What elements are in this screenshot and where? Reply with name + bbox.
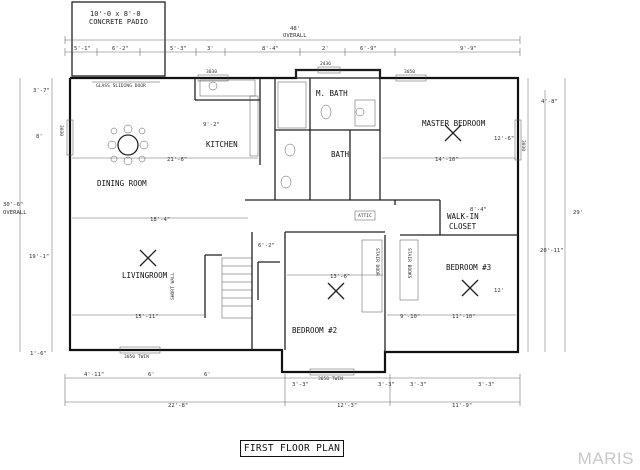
bottom-outer-3: 11'-9" (452, 403, 472, 409)
bottom-dim-3: 6' (204, 372, 211, 378)
overall-width-dimension: 48' OVERALL (64, 26, 521, 44)
window-kitchen (197, 74, 229, 82)
stair-note-2: STAIR BOOKS (406, 248, 412, 279)
right-dim-4: 20'-11" (540, 248, 564, 254)
bottom-outer-1: 22'-8" (168, 403, 188, 409)
top-dim-7: 6'-9" (360, 46, 377, 52)
room-bath: BATH (331, 150, 350, 159)
watermark-logo: MARIS (577, 449, 634, 468)
window-living-twin-label: 3050 TWIN (124, 354, 149, 360)
room-closet: CLOSET (449, 222, 477, 231)
patio-size-label: 10'-0 x 8'-0 (90, 10, 141, 18)
top-dim-4: 3' (207, 46, 214, 52)
left-overall-value: 30'-6" (3, 202, 23, 208)
dim-stair: 6'-2" (258, 243, 275, 249)
room-bedroom-2: BEDROOM #2 (292, 326, 337, 335)
top-dim-8: 9'-9" (460, 46, 477, 52)
room-attic: ATTIC (358, 213, 372, 219)
fixtures (107, 81, 479, 300)
window-living-twin (119, 346, 161, 354)
window-bath-label: 2436 (320, 61, 331, 67)
room-master-bath: M. BATH (316, 89, 348, 98)
top-dim-6: 2' (322, 46, 329, 52)
window-bed2-twin-label: 3050 TWIN (318, 376, 343, 382)
bottom-outer-2: 12'-3" (337, 403, 357, 409)
window-master-top (395, 74, 427, 82)
bottom-dim-4: 3'-3" (292, 382, 309, 388)
bottom-dim-2: 6' (148, 372, 155, 378)
top-dimension-chain: 5'-1" 6'-2" 5'-3" 3' 8'-4" 2' 6'-9" 9'-9… (64, 46, 521, 56)
room-bedroom-3: BEDROOM #3 (446, 263, 491, 272)
dim-kitchen: 9'-2" (203, 122, 220, 128)
overall-width-label: OVERALL (283, 33, 307, 39)
right-dim-5: 12' (494, 288, 504, 294)
room-kitchen: KITCHEN (206, 140, 238, 149)
interior-dimensions: 9'-2" 21'-6" 18'-4" 15'-11" 14'-10" 13'-… (72, 122, 516, 320)
dim-living: 18'-4" (150, 217, 170, 223)
overall-width-value: 48' (290, 26, 300, 32)
window-right (514, 119, 522, 161)
top-dim-2: 6'-2" (112, 46, 129, 52)
plan-title: FIRST FLOOR PLAN (243, 443, 341, 454)
dim-bed3: 11'-10" (452, 314, 476, 320)
dim-bed2-lower: 9'-10" (400, 314, 420, 320)
room-living: LIVINGROOM (122, 271, 168, 280)
ceiling-fan-living (139, 249, 157, 267)
dim-dining: 21'-6" (167, 157, 187, 163)
bottom-dim-5: 3'-3" (378, 382, 395, 388)
left-dim-4: 1'-6" (30, 351, 47, 357)
left-dim-2: 8' (36, 134, 43, 140)
plan-title-box: FIRST FLOOR PLAN (240, 440, 344, 457)
room-dining: DINING ROOM (97, 179, 147, 188)
room-walk-in: WALK-IN (447, 212, 479, 221)
window-left (66, 119, 74, 156)
left-dim-1: 3'-7" (33, 88, 50, 94)
right-dim-1: 4'-8" (541, 99, 558, 105)
window-bed2-twin (309, 368, 355, 376)
bottom-dim-7: 3'-3" (478, 382, 495, 388)
left-overall-label: OVERALL (3, 210, 27, 216)
dim-closet: 8'-4" (470, 207, 487, 213)
room-labels: KITCHEN DINING ROOM LIVINGROOM M. BATH B… (97, 89, 491, 335)
stair-note-1: STAIR DOOR (374, 248, 380, 276)
top-dim-1: 5'-1" (74, 46, 91, 52)
bottom-dimensions: 4'-11" 6' 6' 3'-3" 3'-3" 3'-3" 3'-3" 22'… (64, 372, 521, 409)
window-master-top-label: 3050 (404, 69, 415, 75)
ceiling-fan-bed3 (461, 279, 479, 297)
interior-walls (194, 78, 518, 352)
right-dimensions: 4'-8" 12'-6" 29' 20'-11" 12' (494, 78, 583, 352)
exterior-walls (68, 68, 520, 374)
top-dim-5: 8'-4" (262, 46, 279, 52)
window-left-label: 3030 (58, 125, 64, 136)
room-master-bedroom: MASTER BEDROOM (422, 119, 486, 128)
top-dim-3: 5'-3" (170, 46, 187, 52)
bottom-dim-1: 4'-11" (84, 372, 104, 378)
window-bath (317, 66, 341, 74)
dim-master: 14'-10" (435, 157, 459, 163)
ceiling-fan-bed2 (327, 282, 345, 300)
right-dim-2: 12'-6" (494, 136, 514, 142)
short-wall-label: SHORT WALL (170, 272, 176, 300)
dim-bed2: 13'-6" (330, 274, 350, 280)
right-dim-3: 29' (573, 210, 583, 216)
dining-table (107, 124, 149, 166)
bottom-dim-6: 3'-3" (410, 382, 427, 388)
left-dim-3: 19'-1" (29, 254, 49, 260)
left-dimensions: 30'-6" OVERALL 3'-7" 8' 19'-1" 1'-6" (3, 78, 53, 357)
concrete-patio: 10'-0 x 8'-0 CONCRETE PADIO (71, 1, 166, 77)
window-right-label: 3030 (520, 140, 526, 151)
window-kitchen-label: 3030 (206, 69, 217, 75)
ceiling-fan-master (444, 124, 462, 142)
dim-living-lower: 15'-11" (135, 314, 159, 320)
glass-sliding-door-label: GLASS SLIDING DOOR (96, 83, 146, 89)
patio-label: CONCRETE PADIO (89, 18, 148, 26)
windows: 3030 2436 3050 3030 3030 3050 TWIN 3050 … (58, 61, 526, 382)
